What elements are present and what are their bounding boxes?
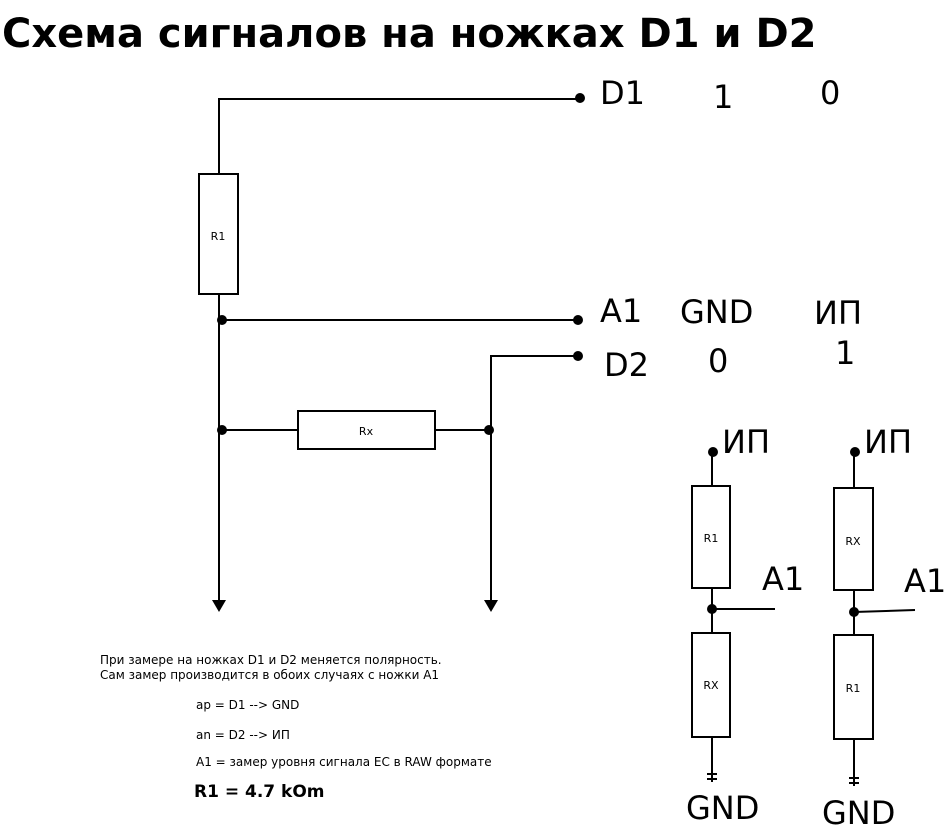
pin-a1-label: A1 — [600, 292, 642, 330]
d2-wire — [490, 355, 578, 600]
divider-right: ИП RX A1 R1 GND — [822, 423, 946, 832]
right-rail-arrow — [484, 600, 498, 612]
divider-left-tap-label: A1 — [762, 560, 804, 598]
divider-right-bottom-resistor-label: R1 — [846, 682, 861, 695]
d1-state-1: 1 — [713, 78, 733, 116]
divider-right-bottom-label: GND — [822, 794, 895, 832]
d1-wire — [218, 98, 580, 174]
r1-resistor — [198, 173, 239, 295]
note-a1: A1 = замер уровня сигнала EC в RAW форма… — [196, 755, 492, 769]
divider-right-top-resistor — [833, 487, 874, 591]
a1-state-2: ИП — [814, 294, 862, 332]
pin-d2-label: D2 — [604, 346, 649, 384]
d1-terminal — [575, 93, 585, 103]
divider-left-top-resistor — [691, 485, 731, 589]
divider-left-bottom-label: GND — [686, 789, 759, 827]
divider-left: ИП R1 A1 RX GND — [686, 423, 804, 827]
d2-state-1: 0 — [708, 342, 728, 380]
left-rail-arrow — [212, 600, 226, 612]
rx-left-junction — [217, 425, 227, 435]
d1-state-2: 0 — [820, 74, 840, 112]
divider-left-bottom-resistor — [691, 632, 731, 738]
note-r1-value: R1 = 4.7 kOm — [194, 782, 325, 802]
rx-right-junction — [484, 425, 494, 435]
divider-right-tap-label: A1 — [904, 562, 946, 600]
notes: При замере на ножках D1 и D2 меняется по… — [100, 653, 492, 802]
d2-state-2: 1 — [835, 334, 855, 372]
a1-junction — [217, 315, 227, 325]
note-ap: ap = D1 --> GND — [196, 698, 299, 712]
rx-resistor — [297, 410, 436, 450]
divider-right-top-label: ИП — [864, 423, 912, 461]
d2-terminal — [573, 351, 583, 361]
divider-right-top-resistor-label: RX — [845, 535, 861, 548]
r1-label: R1 — [211, 230, 226, 243]
page-title: Схема сигналов на ножках D1 и D2 — [2, 11, 816, 57]
a1-terminal — [573, 315, 583, 325]
note-line-2: Сам замер производится в обоих случаях с… — [100, 668, 439, 682]
note-an: an = D2 --> ИП — [196, 728, 290, 742]
a1-state-1: GND — [680, 293, 753, 331]
pin-d1-label: D1 — [600, 74, 645, 112]
main-circuit: R1 Rx D1 A1 D2 1 0 GND ИП 0 1 — [198, 74, 862, 612]
note-line-1: При замере на ножках D1 и D2 меняется по… — [100, 653, 442, 667]
divider-left-top-label: ИП — [722, 423, 770, 461]
divider-left-bottom-resistor-label: RX — [703, 679, 719, 692]
rx-label: Rx — [359, 425, 374, 438]
divider-right-tap-wire — [853, 609, 916, 613]
divider-left-top-resistor-label: R1 — [704, 532, 719, 545]
